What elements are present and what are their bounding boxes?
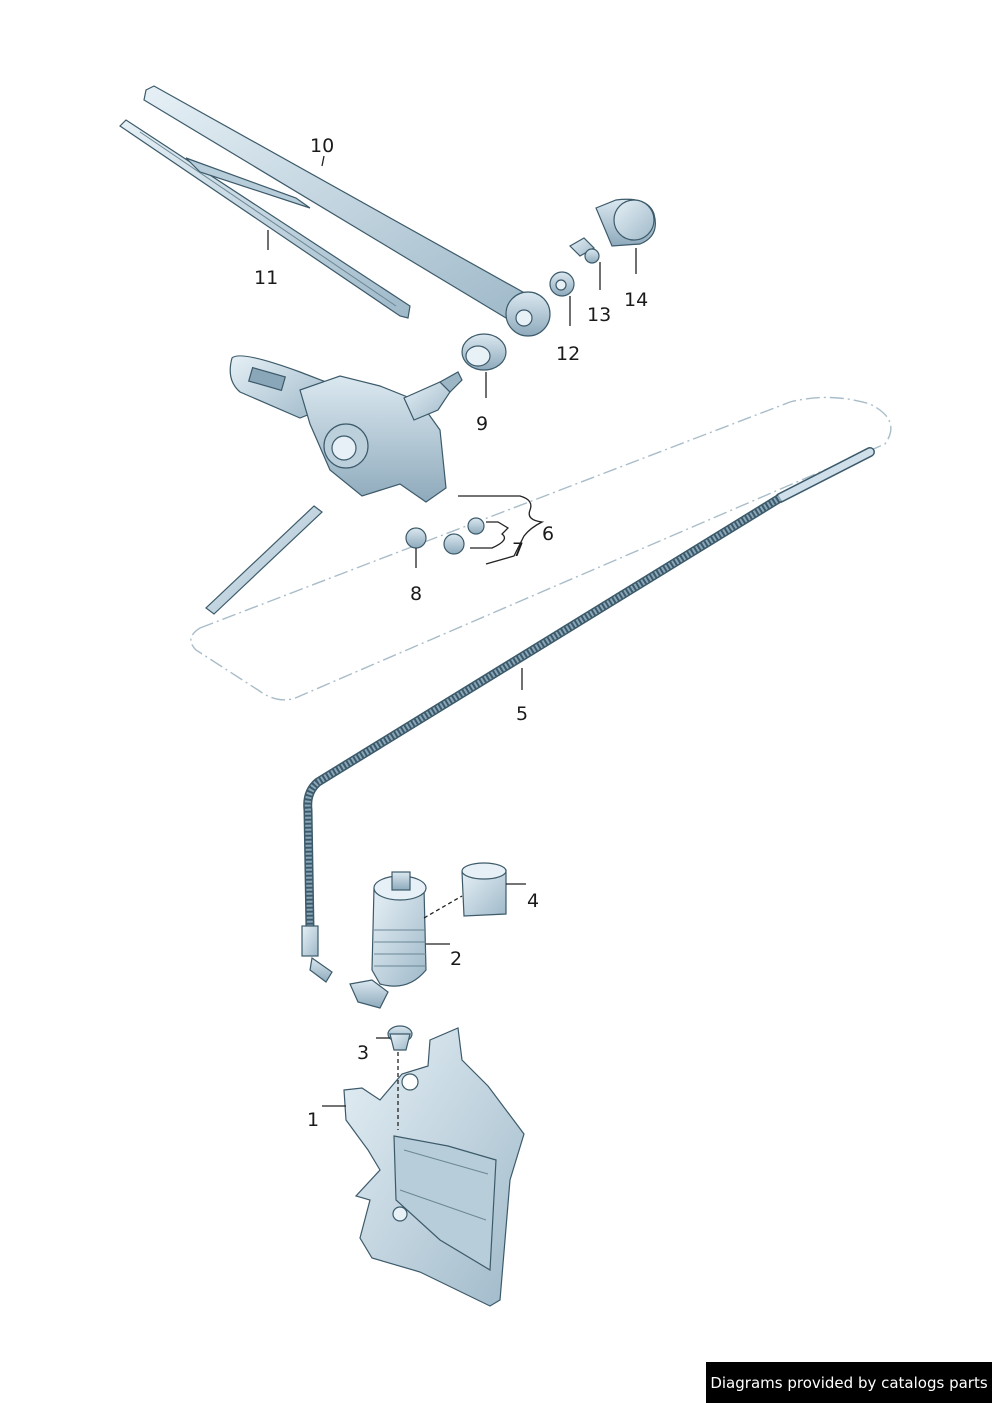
wiper-arm [143, 85, 551, 337]
nut-13 [569, 237, 600, 264]
nut-8 [405, 527, 427, 549]
motor-shaft-rod [205, 505, 323, 615]
sleeve-4 [461, 862, 507, 917]
callout-7: 7 [512, 539, 524, 561]
washer-pump [349, 871, 427, 1009]
wiper-blade [119, 119, 411, 319]
callout-14: 14 [624, 289, 648, 311]
bush-7b [443, 533, 465, 555]
callout-5: 5 [516, 703, 528, 725]
callout-1: 1 [307, 1109, 319, 1131]
wiper-motor [229, 355, 463, 503]
washer-hose [301, 447, 875, 983]
callout-10: 10 [310, 135, 334, 157]
grommet-9 [461, 333, 507, 371]
callout-2: 2 [450, 948, 462, 970]
callout-6: 6 [542, 523, 554, 545]
bush-7a [467, 517, 485, 535]
callout-4: 4 [527, 890, 539, 912]
washer-reservoir [343, 1027, 525, 1307]
leader-lines [267, 155, 637, 1130]
callout-13: 13 [587, 304, 611, 326]
grommet-3 [387, 1025, 413, 1051]
nut-12 [549, 271, 575, 297]
callout-12: 12 [556, 343, 580, 365]
cover-cap [595, 198, 656, 247]
callout-3: 3 [357, 1042, 369, 1064]
assembly-frame [190, 396, 892, 701]
callout-11: 11 [254, 267, 278, 289]
callout-8: 8 [410, 583, 422, 605]
watermark-banner: Diagrams provided by catalogs parts [706, 1362, 992, 1403]
callout-9: 9 [476, 413, 488, 435]
